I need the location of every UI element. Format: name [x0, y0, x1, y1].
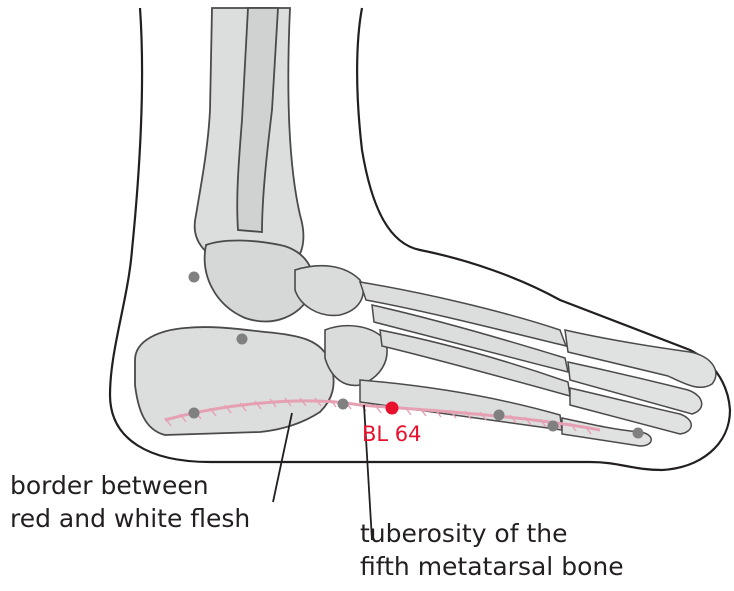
- acupoint-marker-grey: [494, 410, 505, 421]
- border-label-line1: border between: [10, 470, 209, 501]
- acupoint-marker-grey: [338, 399, 349, 410]
- bl64-label: BL 64: [362, 422, 422, 446]
- acupoint-marker-grey: [237, 334, 248, 345]
- acupoint-marker-grey: [189, 408, 200, 419]
- tuberosity-label-line1: tuberosity of the: [360, 518, 568, 549]
- cuboid-bone: [325, 326, 387, 386]
- navicular-bone: [295, 266, 363, 316]
- acupoint-marker-grey: [633, 428, 644, 439]
- border-label-line2: red and white flesh: [10, 503, 250, 534]
- acupoint-marker-grey: [189, 272, 200, 283]
- tuberosity-label-line2: fifth metatarsal bone: [360, 551, 624, 582]
- acupoint-marker-grey: [548, 421, 559, 432]
- bl64-point: [386, 402, 399, 415]
